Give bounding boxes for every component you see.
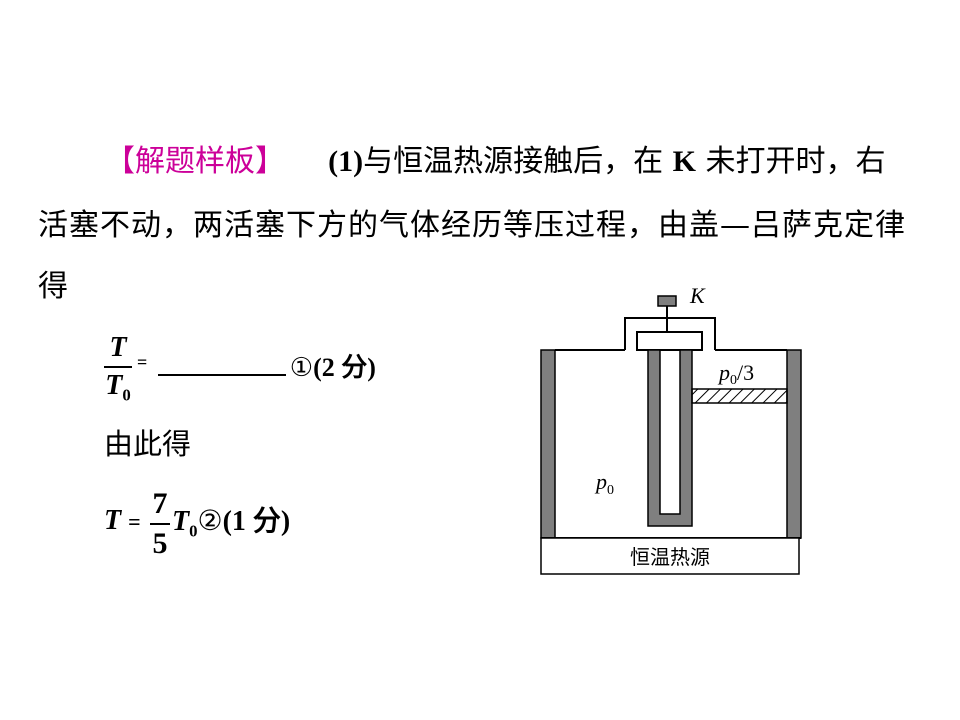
upper-pressure-label: p0/3 bbox=[717, 360, 754, 388]
equation1-equals: = bbox=[137, 352, 148, 372]
equation2-lhs: T bbox=[104, 505, 122, 536]
left-wall bbox=[540, 349, 556, 539]
right-piston bbox=[691, 388, 788, 404]
intro-text-2: 未打开时，右 bbox=[705, 144, 886, 179]
equation2-var: T0 bbox=[172, 506, 198, 541]
valve-label-k: K bbox=[689, 283, 706, 308]
equation2-rhs: T0②(1 分) bbox=[172, 507, 290, 540]
solution-tag: 【解题样板】 bbox=[105, 144, 285, 179]
equation1-denominator: T0 bbox=[105, 370, 131, 405]
equation1-answer-blank[interactable] bbox=[157, 372, 286, 376]
valve-plug bbox=[636, 331, 703, 351]
intro-text-1: 与恒温热源接触后，在 bbox=[363, 144, 664, 179]
equation2-marker: ② bbox=[197, 504, 223, 537]
fraction-bar bbox=[150, 523, 170, 525]
valve-handle bbox=[657, 295, 677, 307]
lower-pressure-label: p0 bbox=[594, 469, 614, 498]
solution-line-3: 得 bbox=[38, 269, 68, 304]
equation2-fraction: 7 5 bbox=[150, 487, 170, 561]
equation2: T = bbox=[104, 507, 141, 535]
equation2-denominator: 5 bbox=[152, 527, 168, 560]
equation2-numerator: 7 bbox=[152, 487, 168, 520]
equation1-rhs: = ①(2 分) bbox=[137, 353, 376, 381]
equation1-fraction: T T0 bbox=[104, 332, 132, 406]
equation1-marker: ① bbox=[289, 353, 314, 383]
solution-line-2: 活塞不动，两活塞下方的气体经历等压过程，由盖—吕萨克定律 bbox=[38, 208, 906, 243]
derivation-text: 由此得 bbox=[104, 427, 192, 461]
equation1-numerator: T bbox=[109, 332, 127, 363]
right-wall bbox=[786, 349, 802, 539]
equation2-score: (1 分) bbox=[222, 506, 291, 537]
valve-housing bbox=[624, 317, 716, 350]
heat-source-box bbox=[540, 537, 800, 575]
equation1-score: (2 分) bbox=[313, 353, 376, 382]
equation2-equals: = bbox=[128, 509, 141, 534]
solution-line-1: 【解题样板】 (1)与恒温热源接触后，在 K 未打开时，右 bbox=[105, 147, 886, 177]
part-number: (1) bbox=[328, 145, 364, 178]
heat-source-label: 恒温热源 bbox=[630, 545, 710, 569]
u-tube bbox=[647, 349, 693, 527]
fraction-bar bbox=[104, 366, 132, 368]
valve-k-label: K bbox=[672, 145, 696, 178]
